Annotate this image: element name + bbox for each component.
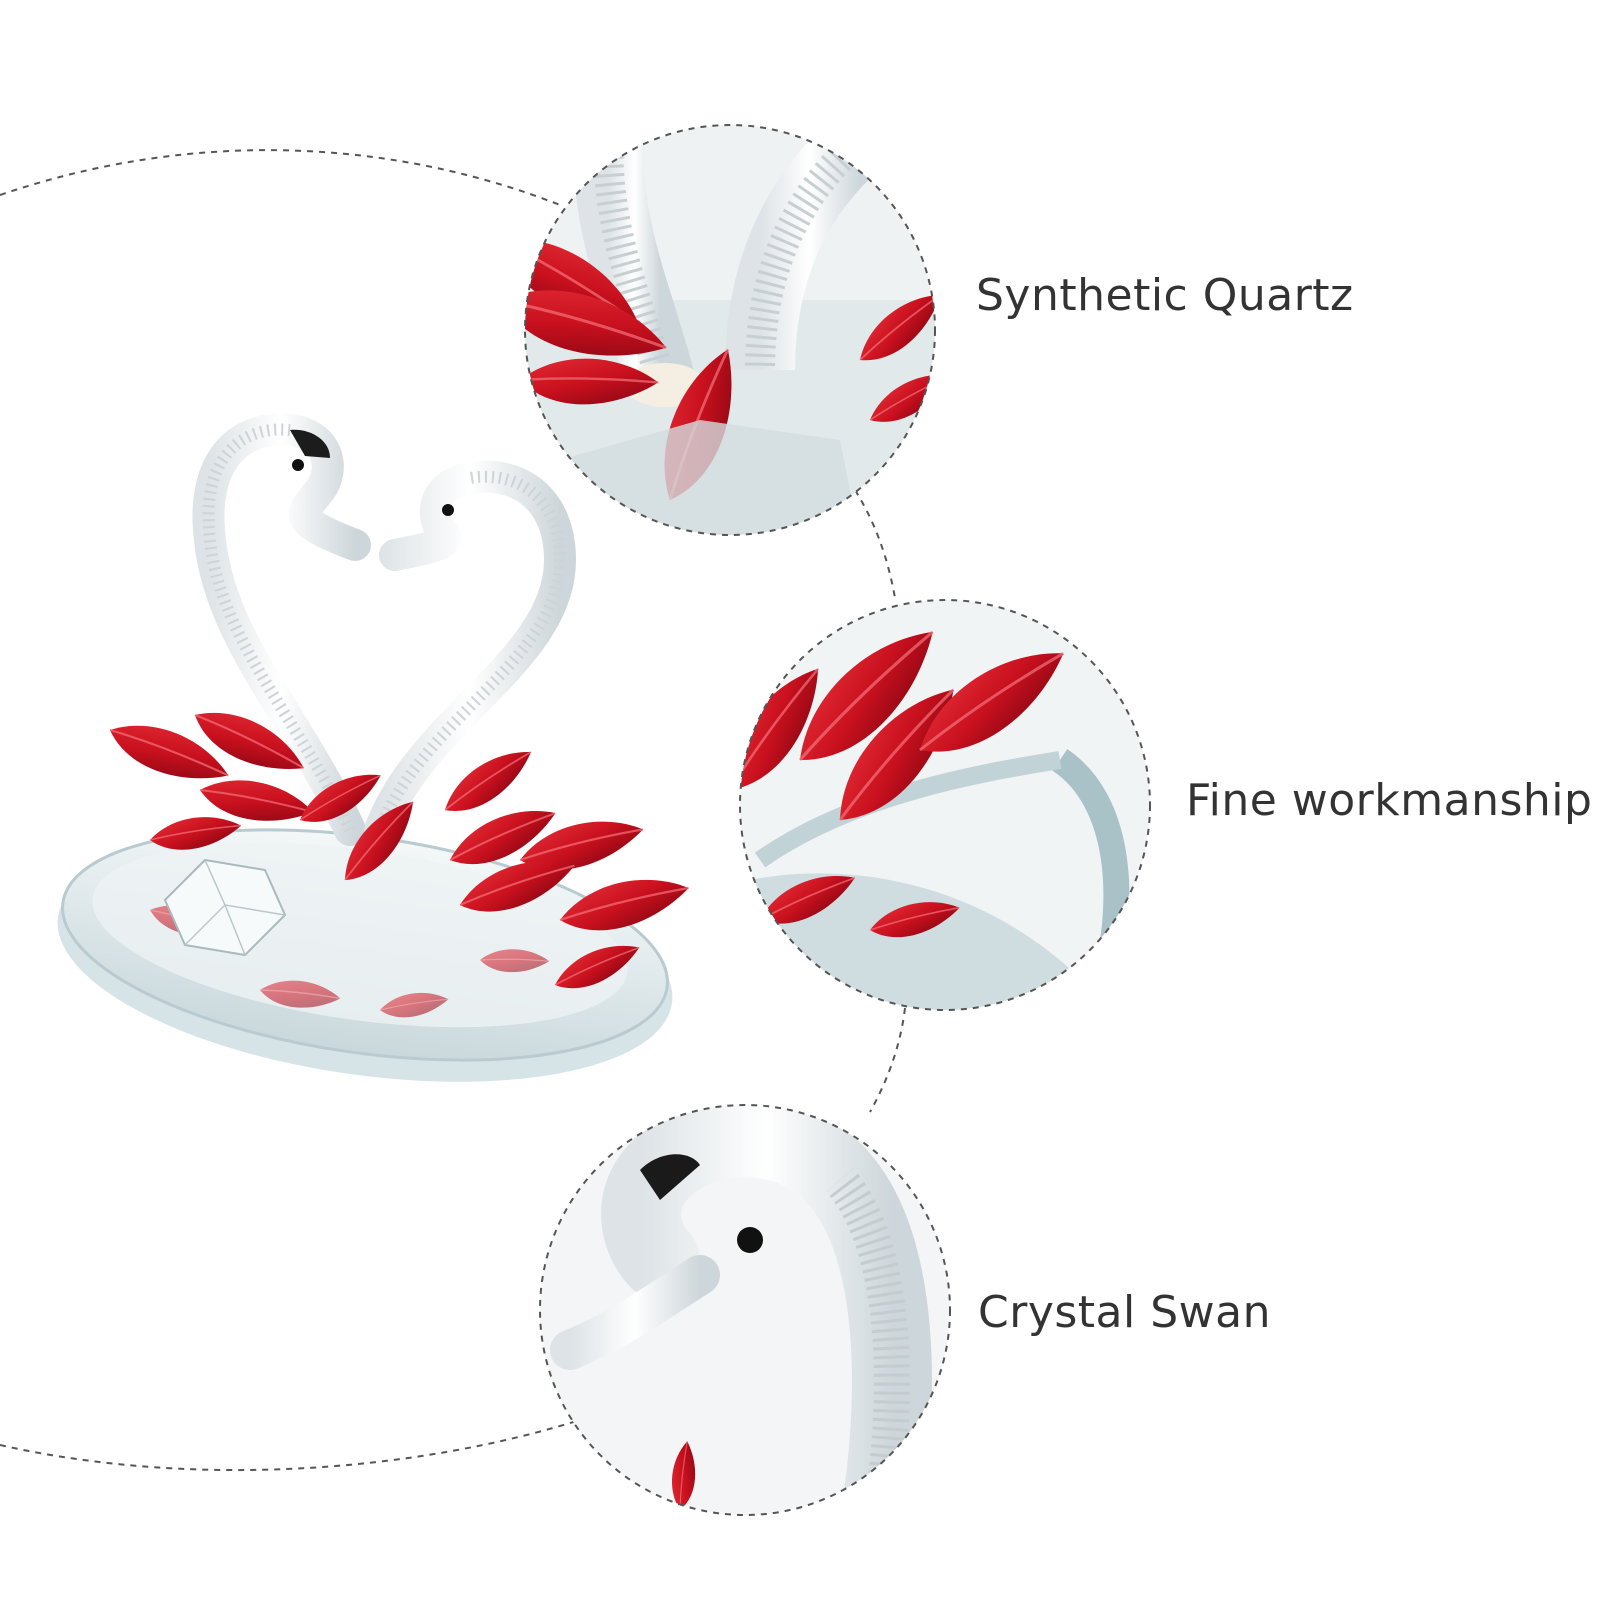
dashed-connector-arc: [854, 489, 896, 599]
swan-head-closeup-icon: [539, 1104, 951, 1516]
swan-figurine-image: [57, 413, 695, 1082]
red-crystal-feathers-closeup-icon: [739, 599, 1151, 1011]
feature-label-fine-workmanship: Fine workmanship: [1186, 775, 1593, 826]
feature-label-synthetic-quartz: Synthetic Quartz: [976, 270, 1354, 321]
dashed-connector-arc: [0, 149, 561, 206]
dashed-connector-arc: [0, 1419, 581, 1472]
feature-label-crystal-swan: Crystal Swan: [978, 1287, 1271, 1338]
dashed-connector-arc: [869, 1007, 906, 1113]
swan-neck-closeup-icon: [524, 124, 936, 536]
